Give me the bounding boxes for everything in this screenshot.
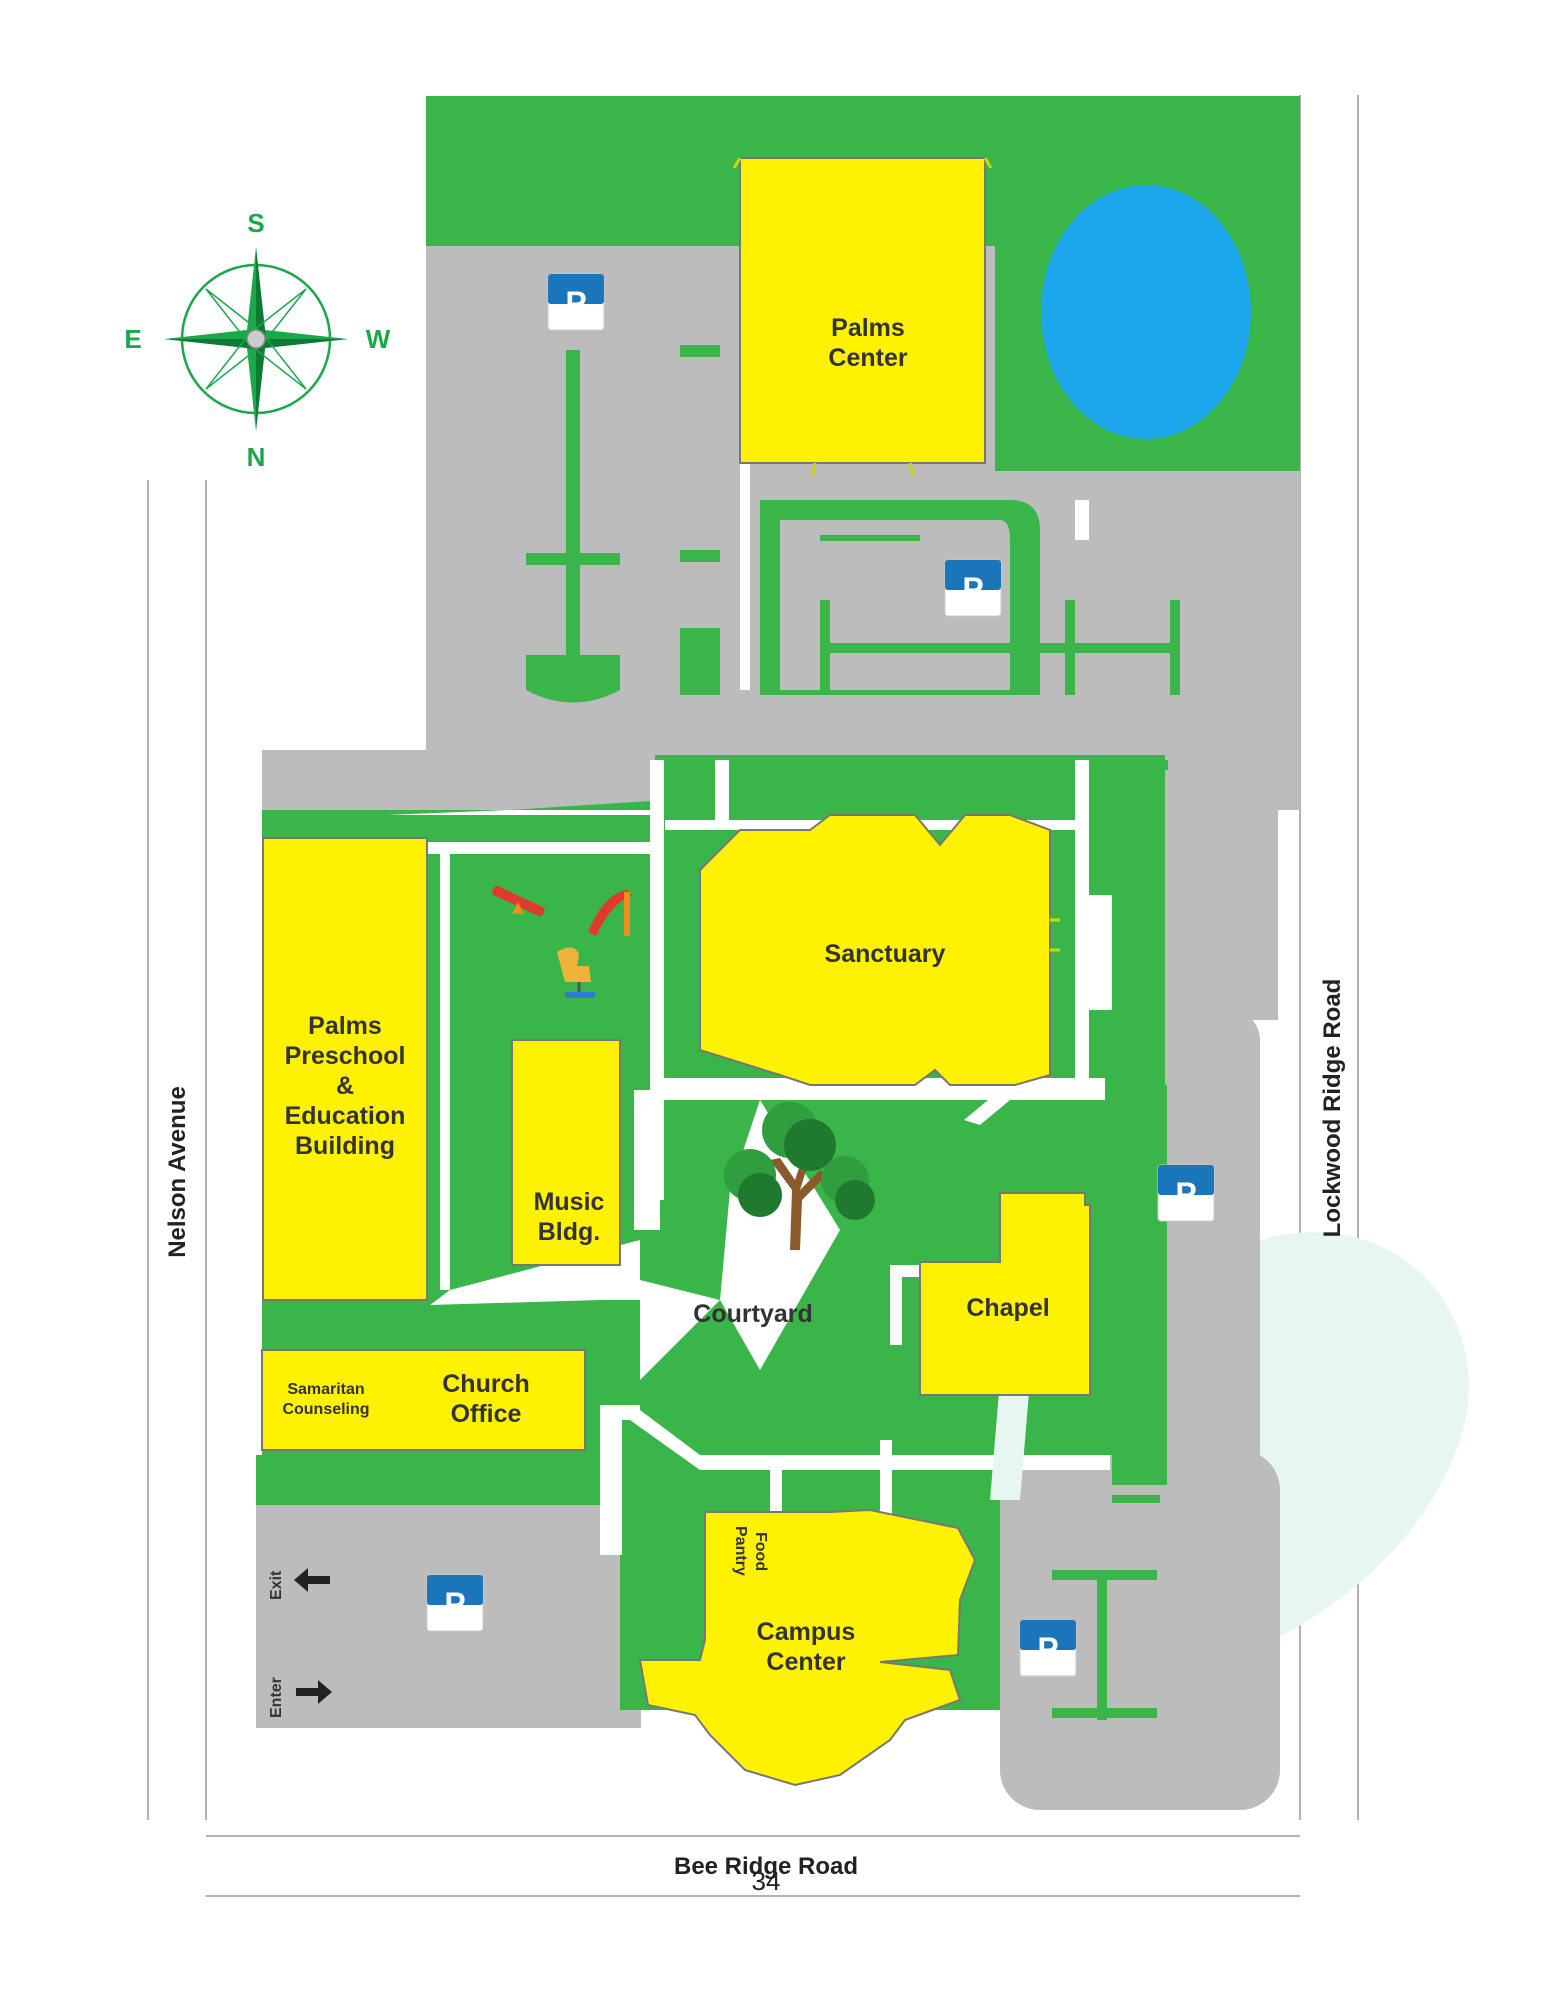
exit-label: Exit [268, 1570, 285, 1600]
parking-islands [526, 245, 1180, 703]
parking-stripes-east [1052, 900, 1165, 1720]
preschool-label-3: & [336, 1072, 354, 1100]
palms-center-label-2: Center [828, 344, 907, 372]
palms-center-building [739, 157, 986, 464]
buildings [261, 157, 1091, 1787]
sanctuary-label: Sanctuary [825, 940, 946, 968]
chapel-building [919, 1192, 1091, 1396]
lockwood-ridge-road-label: Lockwood Ridge Road [1319, 979, 1346, 1238]
music-label-1: Music [534, 1188, 605, 1216]
page-number: 34 [752, 1866, 781, 1896]
preschool-label-4: Education [285, 1102, 406, 1130]
palms-center-label-1: Palms [831, 314, 905, 342]
parking-sign-icon: P [1157, 1164, 1215, 1222]
walkway-east [1085, 895, 1115, 1010]
campus-center-label-1: Campus [757, 1618, 856, 1646]
chapel-label: Chapel [966, 1294, 1049, 1322]
parking-sign-icon: P [426, 1574, 484, 1632]
compass-rose-icon [164, 247, 348, 431]
campus-center-label-2: Center [766, 1648, 845, 1676]
seesaw-icon [492, 886, 545, 917]
svg-text:P: P [444, 1586, 465, 1622]
grass-east-strip [1165, 760, 1168, 770]
food-pantry-label-1: Food [752, 1532, 769, 1571]
spring-rider-icon [557, 947, 595, 998]
svg-text:P: P [1175, 1176, 1196, 1212]
sanctuary-building [699, 814, 1051, 1086]
svg-text:P: P [565, 285, 586, 321]
preschool-label-2: Preschool [285, 1042, 406, 1070]
svg-text:P: P [962, 571, 983, 607]
parking-sign-icon: P [1019, 1619, 1077, 1677]
campus-center-building [638, 1508, 977, 1787]
food-pantry-label-2: Pantry [732, 1526, 749, 1576]
enter-arrow-icon [296, 1680, 332, 1704]
pavement-notch [262, 705, 461, 790]
courtyard-label: Courtyard [693, 1300, 812, 1328]
bee-ridge-road-label: Bee Ridge Road [674, 1853, 858, 1880]
playground [492, 886, 632, 998]
samaritan-label-2: Counseling [282, 1401, 369, 1418]
preschool-building [262, 837, 428, 1301]
preschool-label-5: Building [295, 1132, 395, 1160]
slide-icon [588, 890, 632, 936]
church-office-label-1: Church [442, 1370, 530, 1398]
exit-arrow-icon [294, 1568, 330, 1592]
pond [1041, 185, 1251, 439]
compass-north-label: N [247, 442, 266, 472]
preschool-label-1: Palms [308, 1012, 382, 1040]
nelson-avenue-label: Nelson Avenue [164, 1086, 191, 1258]
enter-label: Enter [268, 1677, 285, 1718]
samaritan-label-1: Samaritan [287, 1381, 364, 1398]
courtyard-tree-icon [724, 1102, 875, 1250]
compass-east-label: E [124, 324, 141, 354]
compass-south-label: S [247, 208, 264, 238]
parking-badges: P P P P P [426, 273, 1215, 1677]
music-building [511, 1039, 621, 1266]
compass-west-label: W [366, 324, 391, 354]
church-office-label-2: Office [451, 1400, 522, 1428]
parking-sign-icon: P [944, 559, 1002, 617]
grass-east-curve [1112, 830, 1165, 1090]
svg-text:P: P [1037, 1631, 1058, 1667]
music-label-2: Bldg. [538, 1218, 601, 1246]
parking-sign-icon: P [547, 273, 605, 331]
church-office-building [261, 1349, 586, 1451]
door-ticks [732, 157, 1060, 952]
